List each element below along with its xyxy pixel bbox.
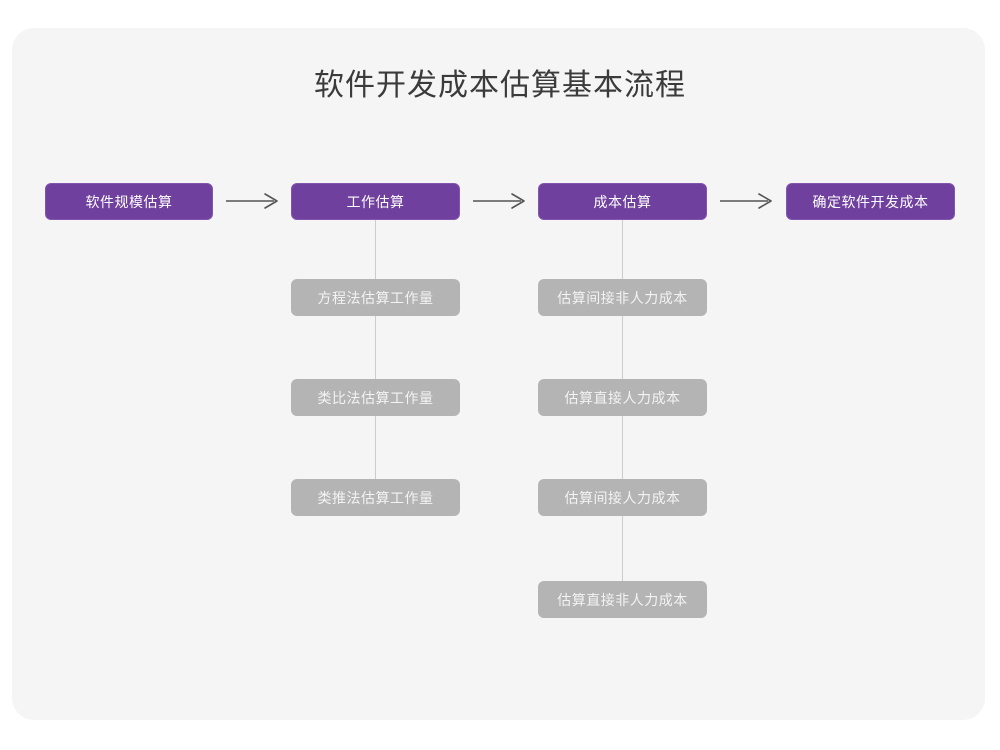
flow-substep-stage-3-1[interactable]: 估算间接非人力成本 [538, 279, 707, 316]
page-title: 软件开发成本估算基本流程 [314, 69, 686, 102]
flow-substep-stage-2-3[interactable]: 类推法估算工作量 [291, 479, 460, 516]
flow-node-stage-3[interactable]: 成本估算 [538, 183, 707, 220]
right-arrow-icon [469, 190, 531, 212]
connector-line [375, 220, 376, 498]
flow-substep-stage-2-1[interactable]: 方程法估算工作量 [291, 279, 460, 316]
flow-substep-stage-3-2[interactable]: 估算直接人力成本 [538, 379, 707, 416]
flow-substep-stage-2-2[interactable]: 类比法估算工作量 [291, 379, 460, 416]
right-arrow-icon [716, 190, 778, 212]
flow-node-stage-4[interactable]: 确定软件开发成本 [786, 183, 955, 220]
flow-substep-stage-3-3[interactable]: 估算间接人力成本 [538, 479, 707, 516]
right-arrow-icon [222, 190, 284, 212]
diagram-card [12, 28, 985, 720]
flow-node-stage-1[interactable]: 软件规模估算 [45, 183, 213, 220]
flow-node-stage-2[interactable]: 工作估算 [291, 183, 460, 220]
flow-substep-stage-3-4[interactable]: 估算直接非人力成本 [538, 581, 707, 618]
